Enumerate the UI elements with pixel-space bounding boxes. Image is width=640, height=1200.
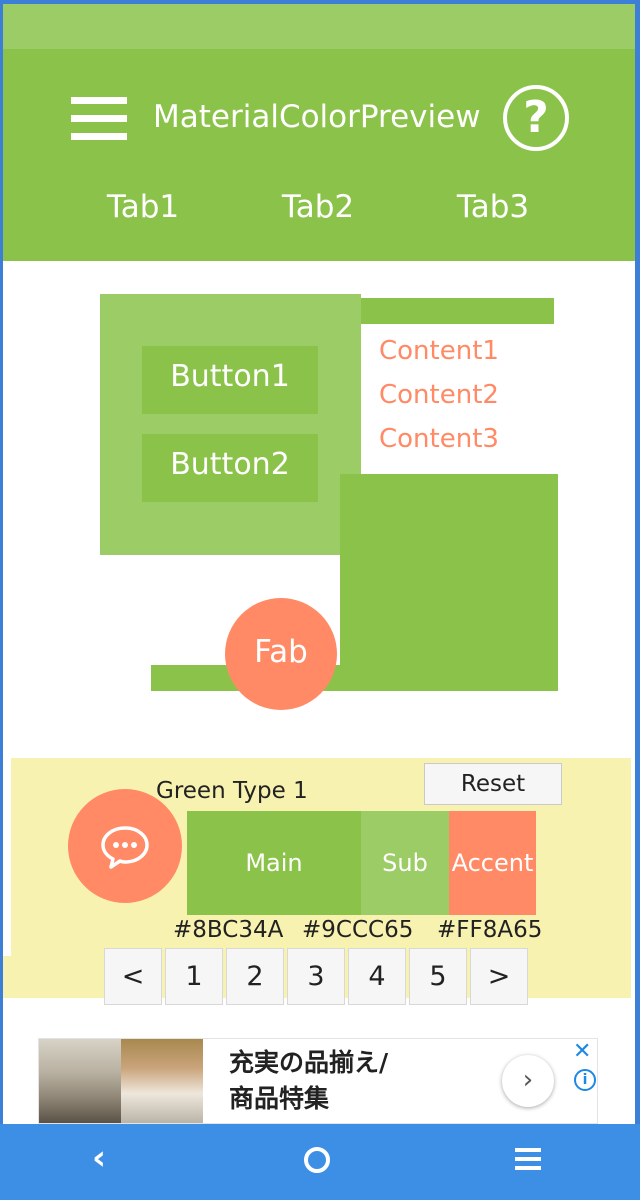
preview-panel xyxy=(100,294,361,555)
ad-chevron-right-icon[interactable]: › xyxy=(502,1055,554,1107)
pager-next-button[interactable]: > xyxy=(470,948,528,1005)
pager-prev-button[interactable]: < xyxy=(104,948,162,1005)
fab-button[interactable]: Fab xyxy=(225,598,337,710)
content-2: Content2 xyxy=(379,380,499,410)
content-1: Content1 xyxy=(379,336,499,366)
hamburger-icon[interactable] xyxy=(71,97,127,141)
app-bar: MaterialColorPreview ? Tab1 Tab2 Tab3 xyxy=(3,49,635,261)
recents-menu-icon[interactable] xyxy=(515,1148,541,1170)
app-title: MaterialColorPreview xyxy=(153,99,481,135)
ad-image-2 xyxy=(121,1039,203,1123)
main-color-hex: #8BC34A xyxy=(173,917,284,943)
preview-top-bar xyxy=(361,298,554,324)
ad-close-icon[interactable]: ✕ xyxy=(573,1039,592,1064)
ad-info-icon[interactable]: i xyxy=(574,1069,596,1091)
status-bar xyxy=(3,4,635,49)
content-3: Content3 xyxy=(379,424,499,454)
system-nav-bar: ‹ xyxy=(0,1124,640,1200)
chat-bubble-icon xyxy=(101,826,149,869)
chat-fab[interactable] xyxy=(68,789,182,903)
color-type-label: Green Type 1 xyxy=(156,778,308,804)
app-screen: MaterialColorPreview ? Tab1 Tab2 Tab3 Bu… xyxy=(3,4,635,1196)
home-circle-icon[interactable] xyxy=(304,1147,330,1173)
sub-color-swatch[interactable]: Sub xyxy=(361,811,449,915)
button-1[interactable]: Button1 xyxy=(142,346,318,414)
preview-card xyxy=(340,474,558,691)
ad-text: 充実の品揃え/ 商品特集 xyxy=(229,1048,389,1113)
tab-3[interactable]: Tab3 xyxy=(456,189,530,225)
accent-color-swatch[interactable]: Accent xyxy=(449,811,536,915)
main-color-swatch[interactable]: Main xyxy=(187,811,361,915)
pager-page-1[interactable]: 1 xyxy=(165,948,223,1005)
accent-color-hex: #FF8A65 xyxy=(437,917,543,943)
reset-button[interactable]: Reset xyxy=(424,763,562,805)
pager-page-2[interactable]: 2 xyxy=(226,948,284,1005)
button-2[interactable]: Button2 xyxy=(142,434,318,502)
tab-2[interactable]: Tab2 xyxy=(281,189,355,225)
sub-color-hex: #9CCC65 xyxy=(302,917,414,943)
ad-banner[interactable]: 充実の品揃え/ 商品特集 › ✕ i xyxy=(38,1038,598,1124)
help-icon[interactable]: ? xyxy=(503,85,569,151)
back-chevron-icon[interactable]: ‹ xyxy=(92,1138,107,1178)
pager-page-4[interactable]: 4 xyxy=(348,948,406,1005)
pager-page-3[interactable]: 3 xyxy=(287,948,345,1005)
pager-page-5[interactable]: 5 xyxy=(409,948,467,1005)
color-control-panel-tail xyxy=(3,956,11,998)
tab-1[interactable]: Tab1 xyxy=(106,189,180,225)
ad-image-1 xyxy=(39,1039,121,1123)
